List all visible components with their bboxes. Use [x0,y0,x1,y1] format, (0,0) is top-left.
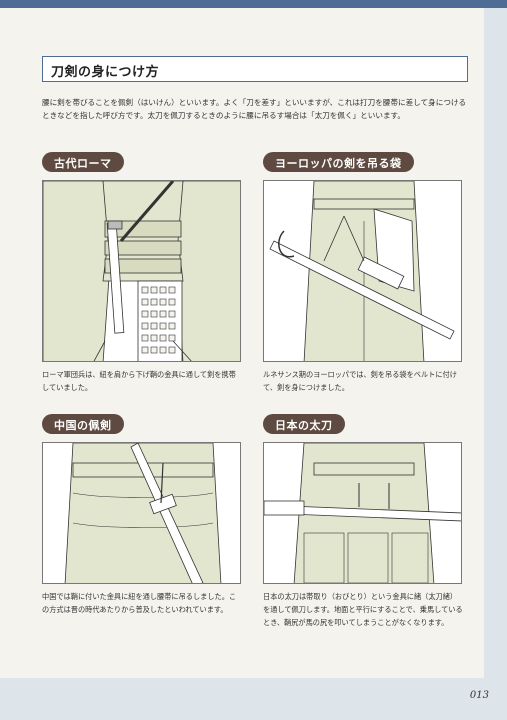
caption-rome: ローマ軍団兵は、紐を肩から下げ鞘の金具に通して剣を携帯していました。 [42,370,236,392]
section-label-china: 中国の佩剣 [42,414,124,434]
section-label-rome: 古代ローマ [42,152,124,172]
section-label-japan: 日本の太刀 [263,414,345,434]
caption-china: 中国では鞘に付いた金具に紐を通し腰帯に吊るしました。この方式は晋の時代あたりから… [42,592,237,614]
page-title: 刀剣の身につけ方 [51,65,160,80]
page-number: 013 [469,690,489,701]
caption-japan: 日本の太刀は帯取り（おびとり）という金具に緒（太刀緒）を通して佩刀します。地面と… [263,592,463,627]
section-title-box: 刀剣の身につけ方 [42,56,468,82]
illustration-japan [263,442,462,584]
intro-paragraph: 腰に剣を帯びることを佩剣（はいけん）といいます。よく「刀を差す」といいますが、こ… [42,98,467,120]
top-color-bar [0,0,507,8]
right-margin-strip [488,8,507,720]
illustration-china [42,442,241,584]
section-label-europe: ヨーロッパの剣を吊る袋 [263,152,414,172]
bottom-margin-band [0,680,507,720]
illustration-rome [42,180,241,362]
illustration-europe [263,180,462,362]
caption-europe: ルネサンス期のヨーロッパでは、剣を吊る袋をベルトに付けて、剣を身につけました。 [263,370,457,392]
